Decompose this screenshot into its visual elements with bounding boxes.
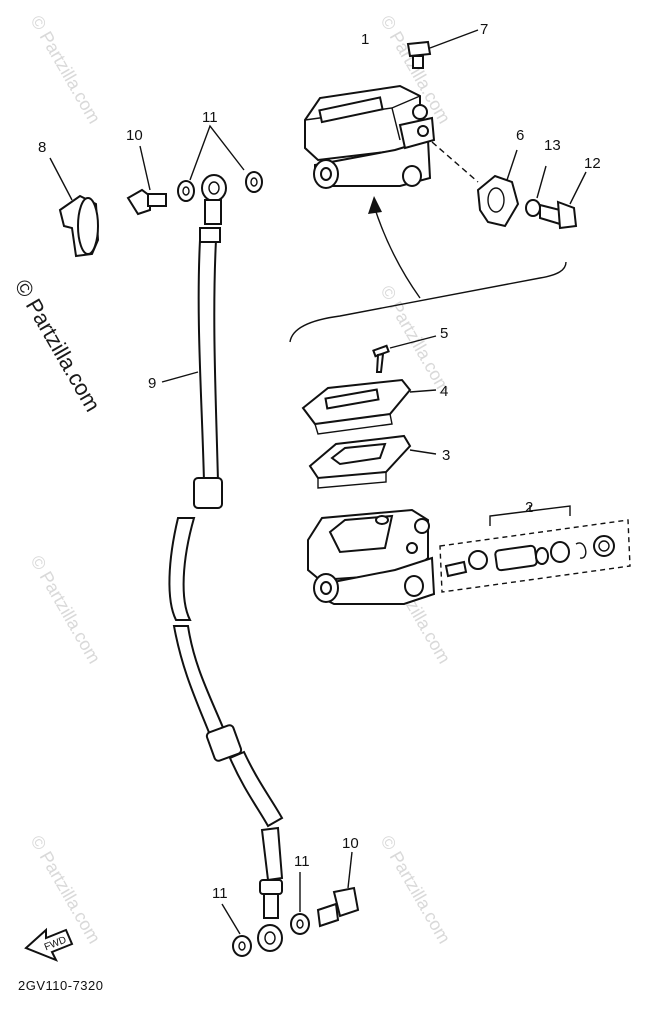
drawing-code: 2GV110-7320: [18, 978, 104, 993]
master-cylinder-assembly: [304, 84, 436, 189]
callout-10-top: 10: [126, 127, 143, 144]
callout-5: 5: [440, 325, 448, 342]
boot-8: [49, 157, 100, 258]
callout-8: 8: [38, 139, 46, 156]
callout-11-bottom-right: 11: [294, 853, 310, 870]
bolt-12: [539, 171, 587, 230]
callout-4: 4: [440, 383, 448, 400]
callout-11-top: 11: [202, 109, 218, 126]
callout-7: 7: [480, 21, 488, 38]
reservoir-cap-bolt: [406, 29, 479, 69]
union-bolt-10-bottom: [316, 851, 360, 928]
reservoir-cover-4: [301, 378, 437, 435]
watermark: © Partzilla.com: [27, 12, 105, 127]
callout-10-bottom: 10: [342, 835, 359, 852]
diaphragm-plate-3: [308, 434, 437, 489]
watermark-main: © Partzilla.com: [10, 275, 106, 416]
copper-washer-11-bottom-right: [290, 872, 310, 935]
brake-hose-9: [161, 174, 284, 952]
callout-9: 9: [148, 375, 156, 392]
union-bolt-10-top: [126, 145, 167, 216]
callout-12: 12: [584, 155, 601, 172]
watermark: © Partzilla.com: [27, 552, 105, 667]
master-cylinder-holder: [431, 141, 520, 228]
callout-11-bottom-left: 11: [212, 885, 228, 902]
assembly-arrow: [289, 196, 567, 343]
front-direction-arrow: FWD: [24, 927, 74, 962]
callout-2: 2: [525, 499, 533, 516]
callout-1: 1: [361, 31, 369, 48]
watermark: © Partzilla.com: [377, 832, 455, 947]
copper-washer-11-bottom-left: [221, 903, 252, 957]
callout-13: 13: [544, 137, 561, 154]
master-cylinder-body: [307, 508, 436, 605]
screw-5: [372, 335, 437, 373]
washer-13: [525, 165, 547, 217]
callout-6: 6: [516, 127, 524, 144]
callout-labels: 1 2 3 4 5 6 7 8 9 10 10 11 11 11 12 13: [38, 21, 601, 902]
copper-washers-11-top: [177, 124, 263, 202]
callout-3: 3: [442, 447, 450, 464]
piston-kit-2: [439, 505, 631, 593]
